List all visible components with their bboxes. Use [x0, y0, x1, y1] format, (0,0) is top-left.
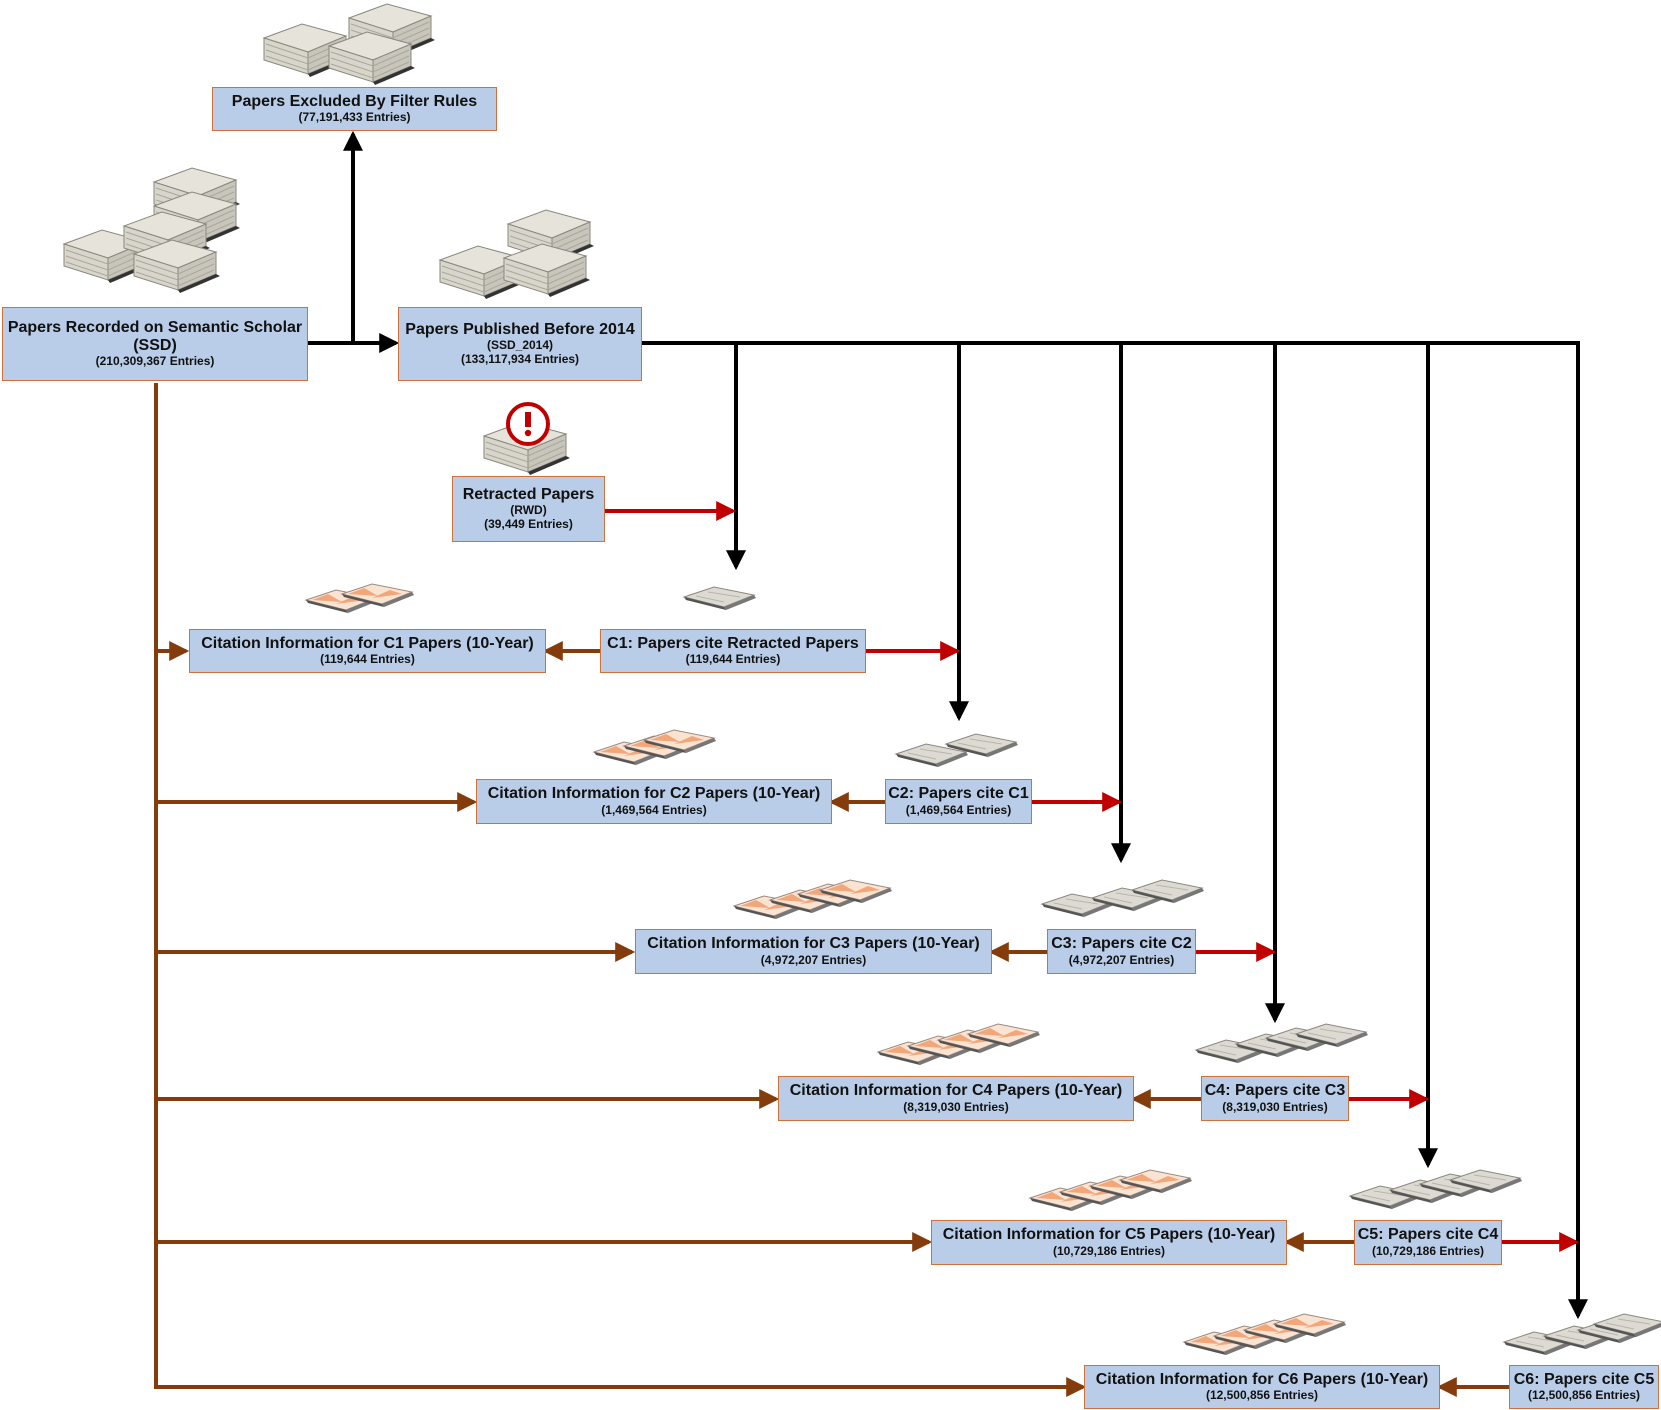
node-count: (119,644 Entries) [320, 652, 415, 667]
ssd2014-bus [642, 341, 1588, 1320]
node-count: (10,729,186 Entries) [1052, 1243, 1166, 1258]
node-title: C6: Papers cite C5 [1513, 1370, 1655, 1388]
node-title: Papers Excluded By Filter Rules [231, 92, 478, 110]
node-c1: C1: Papers cite Retracted Papers (119,64… [600, 629, 866, 673]
node-title: Citation Information for C5 Papers (10-Y… [942, 1226, 1276, 1244]
node-title: C3: Papers cite C2 [1051, 935, 1192, 953]
node-cit2: Citation Information for C2 Papers (10-Y… [476, 779, 832, 824]
paper-stack-icon [895, 732, 1026, 782]
node-count: (12,500,856 Entries) [1205, 1388, 1319, 1403]
node-cit6: Citation Information for C6 Papers (10-Y… [1084, 1365, 1440, 1409]
citation-sheets-icon [305, 582, 426, 622]
node-ssd2014: Papers Published Before 2014 (SSD_2014) … [398, 307, 642, 381]
node-cit1: Citation Information for C1 Papers (10-Y… [189, 629, 546, 673]
exclamation-icon [506, 402, 550, 446]
node-title: Retracted Papers [462, 486, 595, 503]
node-ssd: Papers Recorded on Semantic Scholar (SSD… [2, 307, 308, 381]
retracted-paper-stack-icon [483, 402, 594, 482]
citation-sheets-icon [593, 728, 724, 778]
node-c5: C5: Papers cite C4 (10,729,186 Entries) [1354, 1220, 1502, 1265]
node-c3: C3: Papers cite C2 (4,972,207 Entries) [1047, 929, 1196, 974]
node-retracted: Retracted Papers (RWD) (39,449 Entries) [452, 476, 605, 542]
node-cit4: Citation Information for C4 Papers (10-Y… [778, 1076, 1134, 1121]
paper-stack-icon [1041, 879, 1205, 935]
node-title: Citation Information for C3 Papers (10-Y… [647, 935, 980, 953]
node-c6: C6: Papers cite C5 (12,500,856 Entries) [1509, 1365, 1659, 1409]
paper-stack-icon [439, 209, 620, 310]
paper-stack-icon [1195, 1023, 1369, 1084]
node-count: (119,644 Entries) [685, 652, 781, 667]
node-count: (8,319,030 Entries) [1222, 1099, 1328, 1114]
node-excluded: Papers Excluded By Filter Rules (77,191,… [212, 87, 497, 131]
node-cit3: Citation Information for C3 Papers (10-Y… [635, 929, 992, 974]
node-abbr: (SSD_2014) [486, 338, 554, 353]
node-title: C1: Papers cite Retracted Papers [607, 634, 859, 652]
node-count: (39,449 Entries) [484, 517, 573, 532]
node-cit5: Citation Information for C5 Papers (10-Y… [931, 1220, 1287, 1265]
node-title: Citation Information for C2 Papers (10-Y… [487, 785, 821, 803]
citation-sheets-icon [733, 879, 894, 935]
node-count: (4,972,207 Entries) [1068, 952, 1175, 967]
paper-stack-icon [683, 583, 784, 623]
node-title: Papers Recorded on Semantic Scholar [7, 318, 303, 336]
node-count: (210,309,367 Entries) [95, 354, 215, 369]
node-count: (10,729,186 Entries) [1371, 1243, 1485, 1258]
node-count: (1,469,564 Entries) [905, 802, 1012, 817]
paper-stack-icon [263, 3, 444, 86]
citation-sheets-icon [877, 1023, 1048, 1084]
node-title: Papers Published Before 2014 [405, 321, 635, 338]
node-count: (1,469,564 Entries) [601, 802, 707, 817]
node-count: (133,117,934 Entries) [460, 352, 580, 367]
node-title: C2: Papers cite C1 [888, 785, 1029, 803]
node-title: Citation Information for C6 Papers (10-Y… [1095, 1370, 1429, 1388]
node-abbr: (RWD) [510, 503, 547, 518]
node-abbr: (SSD) [133, 337, 177, 355]
node-title: C5: Papers cite C4 [1357, 1226, 1499, 1244]
node-title: Citation Information for C4 Papers (10-Y… [789, 1082, 1123, 1100]
node-count: (8,319,030 Entries) [903, 1099, 1009, 1114]
node-c2: C2: Papers cite C1 (1,469,564 Entries) [885, 779, 1032, 824]
node-c4: C4: Papers cite C3 (8,319,030 Entries) [1201, 1076, 1349, 1121]
node-count: (4,972,207 Entries) [760, 952, 867, 967]
node-title: C4: Papers cite C3 [1204, 1082, 1346, 1100]
node-count: (77,191,433 Entries) [298, 110, 411, 125]
paper-stack-icon [63, 167, 244, 298]
node-count: (12,500,856 Entries) [1527, 1388, 1641, 1403]
node-title: Citation Information for C1 Papers (10-Y… [201, 634, 534, 652]
ssd-brown-trunk [154, 383, 1087, 1397]
